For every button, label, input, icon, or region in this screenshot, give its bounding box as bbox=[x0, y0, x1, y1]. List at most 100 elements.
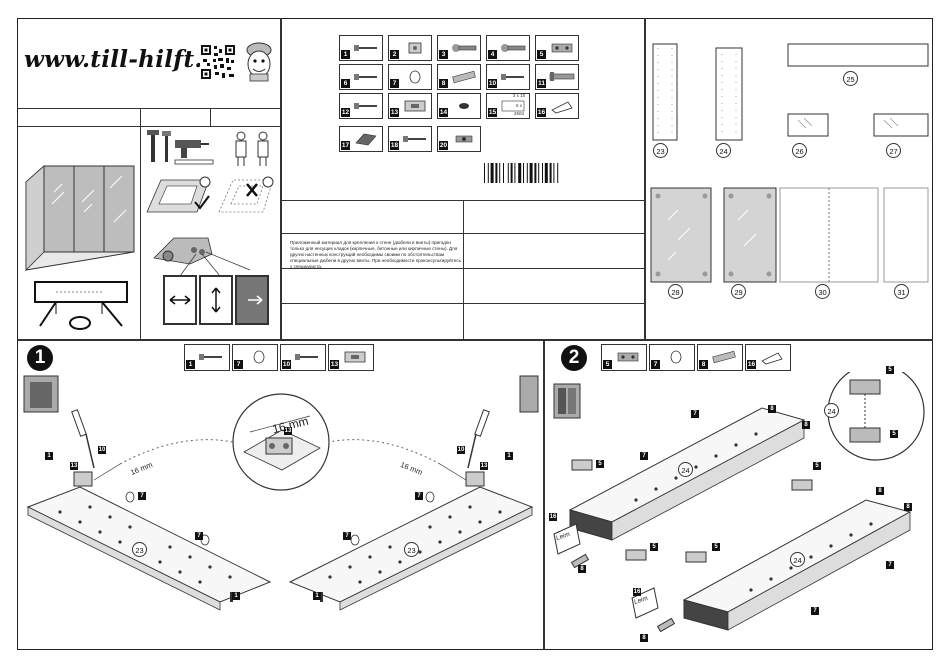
callout-7c: 7 bbox=[415, 492, 423, 500]
step-part-10: 10 bbox=[280, 344, 326, 371]
mirror-plate-icon bbox=[501, 100, 525, 112]
hinge-plate-icon bbox=[551, 43, 573, 53]
part-number: 8 bbox=[699, 360, 708, 369]
callout-s2-5: 5 bbox=[886, 366, 894, 374]
callout-1c: 1 bbox=[505, 452, 513, 460]
step2-number: 2 bbox=[561, 345, 587, 371]
callout-13: 13 bbox=[70, 462, 78, 470]
part-number: 7 bbox=[390, 79, 399, 88]
tools-icon bbox=[147, 130, 269, 166]
part-tile-18: 18 bbox=[388, 126, 432, 152]
cap-icon bbox=[459, 103, 469, 109]
qr-code-icon[interactable] bbox=[200, 44, 236, 80]
part-number: 17 bbox=[341, 141, 350, 150]
header-rule-2 bbox=[17, 126, 281, 127]
callout-7d: 7 bbox=[343, 532, 351, 540]
clip-icon bbox=[408, 42, 422, 54]
callout-s2-8f: 8 bbox=[904, 503, 912, 511]
table-col-rule bbox=[463, 200, 464, 339]
part-number: 14 bbox=[439, 108, 448, 117]
part-tile-7: 7 bbox=[388, 64, 432, 90]
step-part-1: 1 bbox=[184, 344, 230, 371]
table-rule-1 bbox=[280, 200, 645, 201]
col-rule bbox=[140, 108, 141, 339]
part-tile-16: 16 bbox=[535, 93, 579, 119]
part-number: 20 bbox=[439, 141, 448, 150]
step2-panel-number-upper: 24 bbox=[678, 462, 693, 477]
panel-number-23: 23 bbox=[653, 143, 668, 158]
callout-s2-16b: 16 bbox=[633, 588, 641, 596]
header-rule bbox=[17, 108, 281, 109]
bracket-icon bbox=[344, 351, 366, 363]
table-rule-2 bbox=[280, 233, 645, 234]
callout-13c: 13 bbox=[480, 462, 488, 470]
part-number: 6 bbox=[341, 79, 350, 88]
dowel-icon bbox=[452, 70, 476, 84]
screw-icon bbox=[354, 74, 377, 80]
step1-diagram bbox=[23, 375, 539, 611]
connector-icon bbox=[455, 135, 473, 143]
part-number: 16 bbox=[747, 360, 756, 369]
glue-icon bbox=[761, 352, 783, 365]
panel-number-31: 31 bbox=[894, 284, 909, 299]
callout-10: 10 bbox=[98, 446, 106, 454]
callout-s2-8b: 8 bbox=[802, 421, 810, 429]
part-number: 7 bbox=[234, 360, 243, 369]
part-number: 2 bbox=[390, 50, 399, 59]
part-tile-13: 13 bbox=[388, 93, 432, 119]
part-number: 5 bbox=[537, 50, 546, 59]
part-number: 18 bbox=[390, 141, 399, 150]
wall-mount-sketch bbox=[34, 281, 128, 330]
step1-number: 1 bbox=[27, 345, 53, 371]
panel-number-24: 24 bbox=[716, 143, 731, 158]
cabinet-illustration bbox=[25, 165, 135, 271]
step-part-8: 8 bbox=[697, 344, 743, 371]
part-tile-1: 1 bbox=[339, 35, 383, 61]
part-tile-5: 5 bbox=[535, 35, 579, 61]
part-tile-11: 11 bbox=[535, 64, 579, 90]
callout-1b: 1 bbox=[232, 592, 240, 600]
mascot-face-icon bbox=[246, 42, 272, 82]
part-number: 11 bbox=[537, 79, 546, 88]
callout-1d: 1 bbox=[313, 592, 321, 600]
callout-s2-7: 7 bbox=[691, 410, 699, 418]
col-rule-2 bbox=[210, 108, 211, 126]
step-part-16: 16 bbox=[745, 344, 791, 371]
callout-s2-5b: 5 bbox=[890, 430, 898, 438]
callout-s2-8: 8 bbox=[768, 405, 776, 413]
screw-icon bbox=[354, 45, 377, 51]
step2-panel-number-lower: 24 bbox=[790, 552, 805, 567]
part-tile-17: 17 bbox=[339, 126, 383, 152]
divider-v1 bbox=[280, 18, 282, 339]
step-part-13: 13 bbox=[328, 344, 374, 371]
panel-number-28: 28 bbox=[668, 284, 683, 299]
panel-number-29: 29 bbox=[731, 284, 746, 299]
website-url[interactable]: www.till-hilft.de bbox=[24, 46, 235, 73]
callout-s2-7d: 7 bbox=[811, 607, 819, 615]
screw-icon bbox=[199, 354, 222, 360]
dowel-icon bbox=[712, 350, 736, 364]
part-number: 10 bbox=[488, 79, 497, 88]
callout-10c: 10 bbox=[457, 446, 465, 454]
callout-s2-16: 16 bbox=[549, 513, 557, 521]
part-number: 13 bbox=[330, 360, 339, 369]
screw-icon bbox=[403, 136, 426, 142]
step-part-7: 7 bbox=[232, 344, 278, 371]
panel-number-30: 30 bbox=[815, 284, 830, 299]
step-part-5: 5 bbox=[601, 344, 647, 371]
callout-s2-8c: 8 bbox=[578, 565, 586, 573]
panels-overview bbox=[650, 43, 929, 283]
step1-panel-number-left: 23 bbox=[132, 542, 147, 557]
bolt-icon bbox=[549, 72, 575, 81]
shelf-pin-icon bbox=[253, 350, 265, 364]
panel-number-26: 26 bbox=[792, 143, 807, 158]
divider-horizontal bbox=[17, 339, 933, 341]
step1-panel-number-right: 23 bbox=[404, 542, 419, 557]
sandpaper-icon bbox=[355, 133, 377, 146]
step2-diagram bbox=[553, 372, 925, 633]
divider-v3 bbox=[543, 339, 545, 650]
panel-number-25: 25 bbox=[843, 71, 858, 86]
part-number: 1 bbox=[341, 50, 350, 59]
plate-label-3: 2604 bbox=[513, 111, 524, 116]
part-tile-3: 3 bbox=[437, 35, 481, 61]
